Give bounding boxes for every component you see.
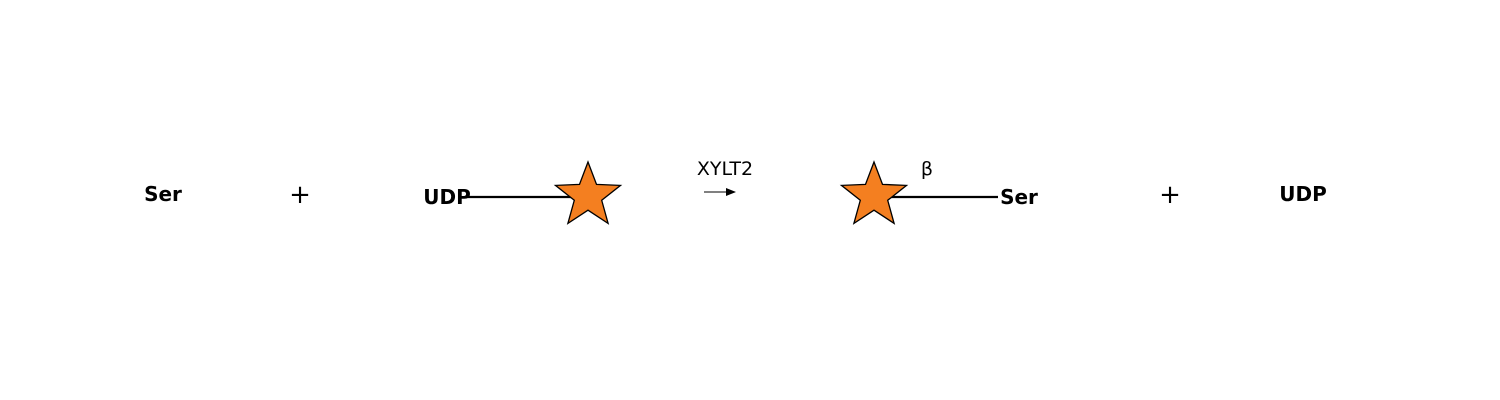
plus-sign-2: + [1159,180,1181,210]
donor-udp-label: UDP [423,185,471,209]
product-ser-label: Ser [1000,185,1038,209]
reaction-arrow: XYLT2 [697,158,753,196]
byproduct-udp-label: UDP [1279,182,1327,206]
xylose-star-icon [553,160,623,225]
xylosyl-serine-product: β Ser [839,158,1038,225]
beta-linkage-label: β [921,158,933,180]
enzyme-xylt2-label: XYLT2 [697,158,753,180]
xylose-star-icon [839,160,909,225]
udp-xylose-donor: UDP [423,160,623,225]
substrate-ser-label: Ser [144,182,182,206]
plus-sign-1: + [289,180,311,210]
